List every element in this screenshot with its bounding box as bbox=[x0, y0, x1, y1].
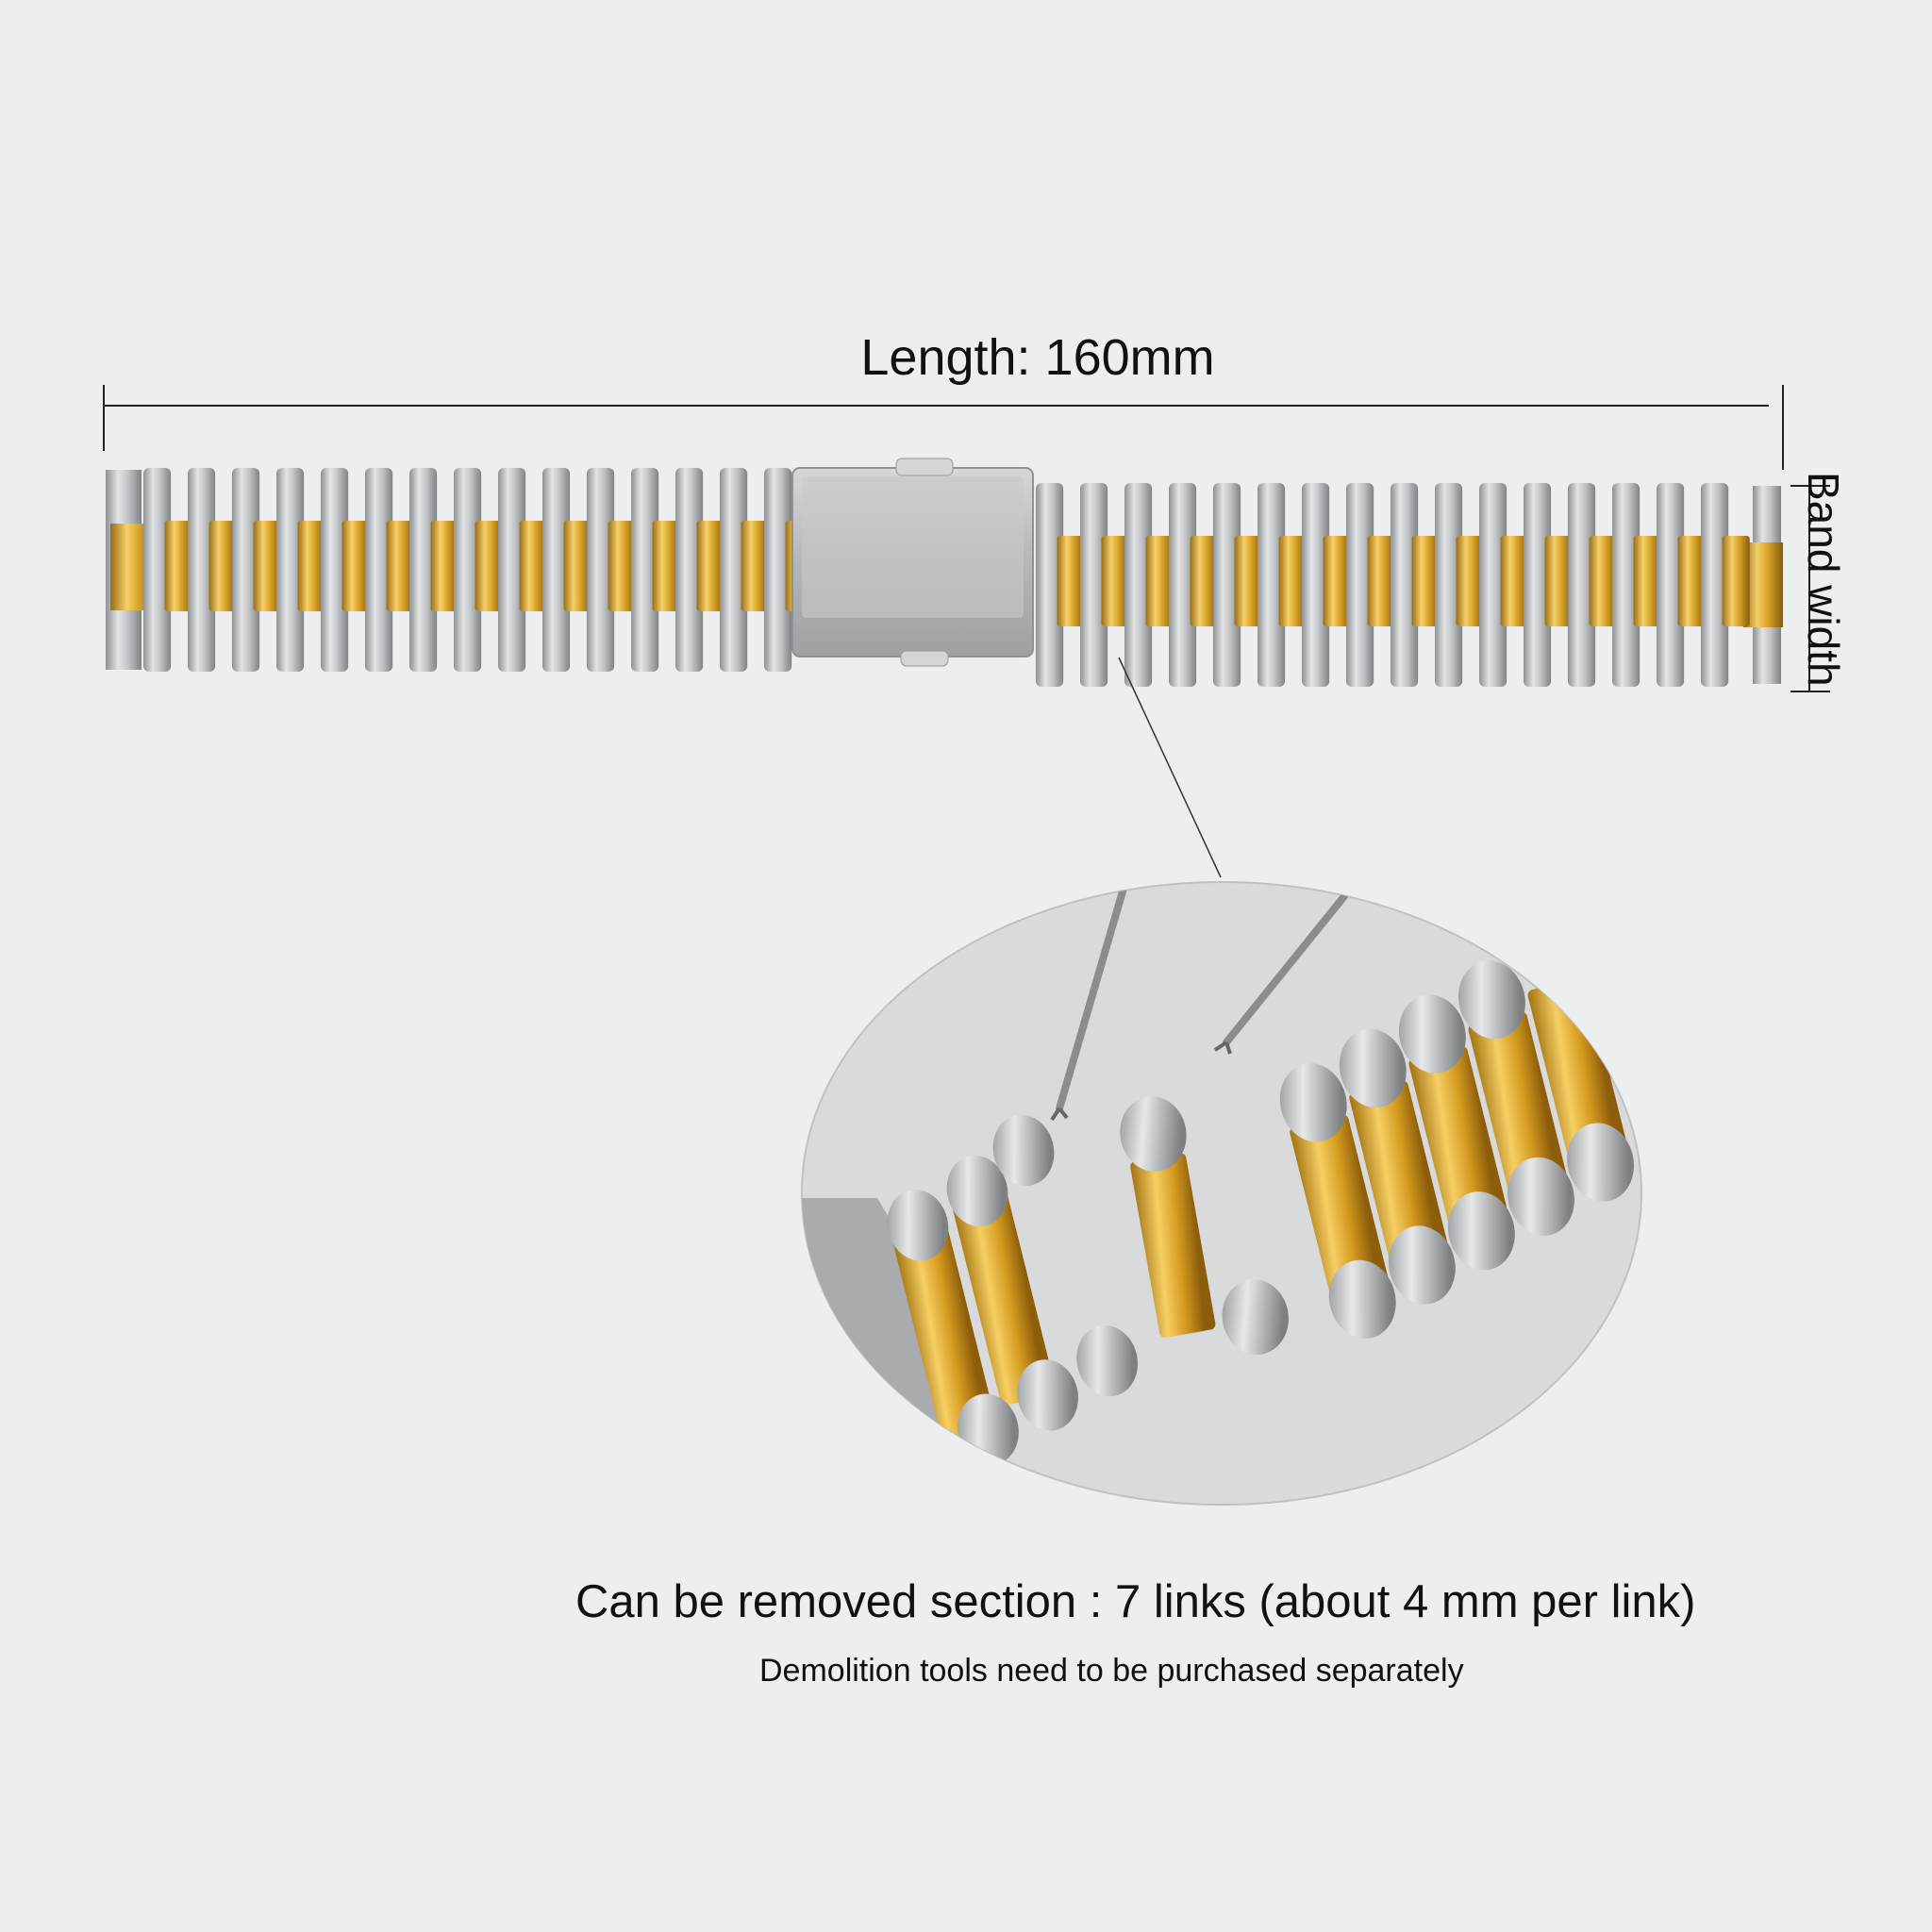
removal-note: Can be removed section : 7 links (about … bbox=[575, 1576, 1696, 1627]
band-link bbox=[1568, 483, 1617, 687]
band-links-right bbox=[1036, 483, 1750, 687]
band-link bbox=[720, 468, 769, 672]
band-link bbox=[1391, 483, 1440, 687]
band-link bbox=[1701, 483, 1750, 687]
band-link bbox=[1169, 483, 1218, 687]
band-link bbox=[409, 468, 458, 672]
zoom-leader-line bbox=[1118, 657, 1222, 878]
band-link bbox=[1346, 483, 1395, 687]
band-link bbox=[498, 468, 547, 672]
band-link bbox=[1479, 483, 1528, 687]
band-link bbox=[143, 468, 192, 672]
band-link bbox=[454, 468, 503, 672]
band-link bbox=[232, 468, 281, 672]
band-link bbox=[276, 468, 325, 672]
band-link bbox=[1657, 483, 1706, 687]
tools-note: Demolition tools need to be purchased se… bbox=[759, 1653, 1464, 1689]
length-dimension-line bbox=[103, 385, 1784, 470]
band-link bbox=[1036, 483, 1085, 687]
band-link bbox=[365, 468, 414, 672]
band-link bbox=[1257, 483, 1307, 687]
band-links-left bbox=[143, 468, 813, 672]
band-link bbox=[1213, 483, 1262, 687]
band-link bbox=[1080, 483, 1129, 687]
folding-clasp bbox=[791, 458, 1034, 667]
band-link bbox=[587, 468, 636, 672]
zoom-inset bbox=[801, 881, 1642, 1506]
band-link bbox=[188, 468, 237, 672]
length-label: Length: 160mm bbox=[860, 329, 1215, 386]
band-link bbox=[1302, 483, 1351, 687]
band-link bbox=[675, 468, 724, 672]
band-link bbox=[321, 468, 370, 672]
band-link bbox=[1435, 483, 1484, 687]
band-width-dimension-line bbox=[1790, 485, 1830, 692]
band-link bbox=[1612, 483, 1661, 687]
band-link bbox=[1524, 483, 1573, 687]
band-end-right bbox=[1743, 486, 1783, 684]
band-width-label: Band width bbox=[1799, 472, 1848, 687]
band-link bbox=[1124, 483, 1174, 687]
band-link bbox=[542, 468, 591, 672]
band-link bbox=[631, 468, 680, 672]
